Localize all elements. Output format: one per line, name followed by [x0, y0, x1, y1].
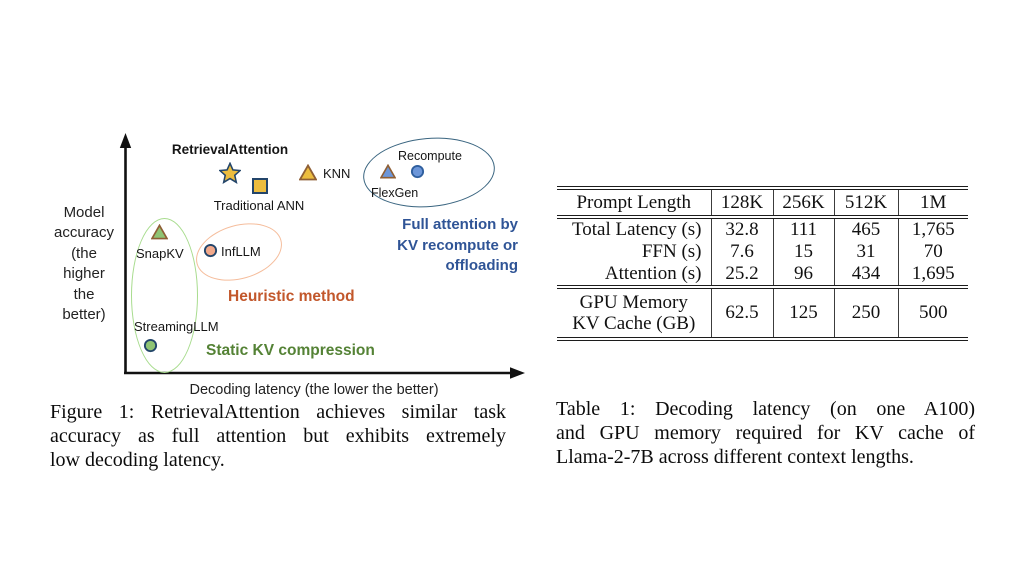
figure1-caption-line3: low decoding latency.	[50, 448, 225, 471]
streamingllm-marker	[143, 338, 158, 353]
circle-icon	[203, 243, 218, 258]
table-header-row: Prompt Length 128K 256K 512K 1M	[557, 188, 968, 217]
table-row-gpu-memory: GPU Memory KV Cache (GB) 62.5 125 250 50…	[557, 287, 968, 339]
knn-label: KNN	[323, 166, 351, 181]
row-label-ffn: FFN (s)	[641, 241, 702, 262]
triangle-icon	[380, 164, 396, 179]
circle-icon	[410, 164, 425, 179]
header-128k: 128K	[710, 188, 773, 217]
row-label-total-latency: Total Latency (s)	[571, 219, 702, 240]
figure1-plot: RetrievalAttention Traditional ANN KNN F…	[53, 132, 525, 398]
triangle-icon	[151, 224, 168, 240]
figure1-caption-line2: accuracy as full attention but exhibits …	[50, 424, 506, 447]
axes	[119, 133, 525, 379]
full-attention-note: Full attention by KV recompute or offloa…	[397, 216, 518, 274]
y-axis-arrow-icon	[119, 133, 132, 148]
table-row: Total Latency (s) 32.8 111 465 1,765	[557, 217, 968, 241]
gpu-memory-label-line1: GPU Memory	[579, 292, 688, 313]
cell-value: 96	[772, 263, 834, 287]
cell-value: 32.8	[710, 217, 773, 241]
cell-value: 250	[833, 287, 898, 339]
table1-caption-line2: and GPU memory required for KV cache of	[556, 421, 975, 444]
cell-value: 62.5	[710, 287, 773, 339]
table1-caption: Table 1: Decoding latency (on one A100) …	[556, 398, 975, 469]
table-row: Attention (s) 25.2 96 434 1,695	[557, 263, 968, 287]
cell-value: 7.6	[710, 241, 773, 263]
traditional-ann-label: Traditional ANN	[213, 198, 305, 213]
row-label-gpu-memory: GPU Memory KV Cache (GB)	[557, 287, 711, 339]
streamingllm-label: StreamingLLM	[134, 319, 219, 334]
gpu-memory-label-line2: KV Cache (GB)	[572, 313, 696, 334]
cell-value: 434	[833, 263, 898, 287]
cell-value: 1,695	[897, 263, 968, 287]
x-axis-arrow-icon	[510, 367, 525, 379]
table1-caption-line1: Table 1: Decoding latency (on one A100)	[556, 398, 975, 420]
table1: Prompt Length 128K 256K 512K 1M Total La…	[557, 186, 968, 341]
table1-caption-line3: Llama-2-7B across different context leng…	[556, 445, 914, 468]
knn-marker	[299, 164, 317, 181]
cell-value: 465	[833, 217, 898, 241]
infllm-marker	[203, 243, 218, 258]
cell-value: 1,765	[897, 217, 968, 241]
table-row: FFN (s) 7.6 15 31 70	[557, 241, 968, 263]
y-axis-label: Model accuracy (the higher the better)	[53, 204, 115, 324]
snapkv-label: SnapKV	[136, 246, 184, 261]
cell-value: 111	[772, 217, 834, 241]
triangle-icon	[299, 164, 317, 181]
cell-value: 31	[833, 241, 898, 263]
header-256k: 256K	[772, 188, 834, 217]
row-label-attention: Attention (s)	[604, 263, 702, 284]
static-kv-compression-label: Static KV compression	[206, 342, 375, 359]
retrieval-attention-label: RetrievalAttention	[171, 142, 289, 157]
cell-value: 500	[897, 287, 968, 339]
header-1m: 1M	[897, 188, 968, 217]
star-icon	[219, 162, 241, 184]
traditional-ann-marker	[252, 178, 268, 194]
heuristic-method-label: Heuristic method	[228, 288, 355, 305]
header-prompt-length: Prompt Length	[576, 191, 692, 213]
infllm-label: InfLLM	[221, 244, 261, 259]
flexgen-marker	[380, 164, 396, 179]
cell-value: 15	[772, 241, 834, 263]
cell-value: 125	[772, 287, 834, 339]
figure1-caption-line1: Figure 1: RetrievalAttention achieves si…	[50, 401, 506, 423]
flexgen-label: FlexGen	[371, 186, 419, 200]
x-axis-label: Decoding latency (the lower the better)	[189, 382, 439, 398]
cell-value: 25.2	[710, 263, 773, 287]
prompt-length-table: Prompt Length 128K 256K 512K 1M Total La…	[557, 186, 968, 341]
recompute-label: Recompute	[398, 149, 462, 163]
static-kv-ellipse	[131, 218, 198, 373]
snapkv-marker	[151, 224, 168, 240]
circle-icon	[143, 338, 158, 353]
cell-value: 70	[897, 241, 968, 263]
figure1-caption: Figure 1: RetrievalAttention achieves si…	[50, 401, 506, 472]
header-512k: 512K	[833, 188, 898, 217]
retrieval-attention-marker	[219, 162, 241, 184]
recompute-marker	[410, 164, 425, 179]
square-icon	[252, 178, 268, 194]
